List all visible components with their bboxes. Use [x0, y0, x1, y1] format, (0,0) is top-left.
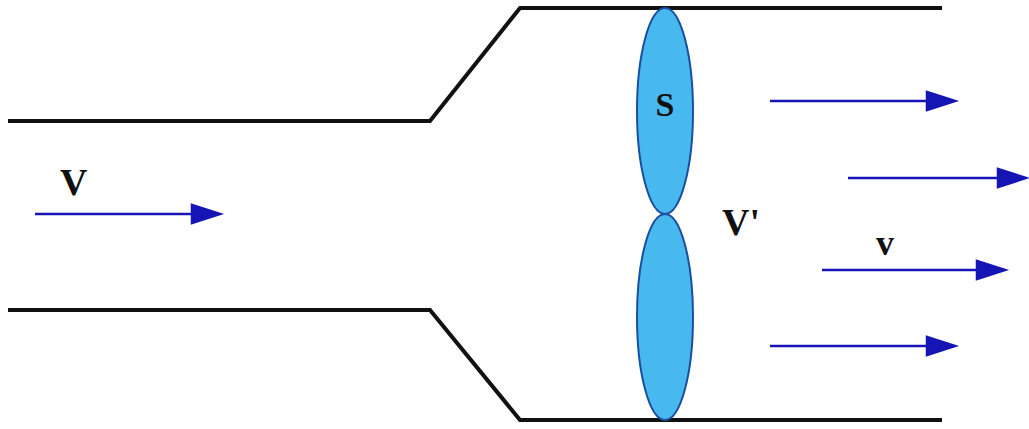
- flow-arrow: [770, 100, 930, 103]
- flow-arrow: [848, 177, 1000, 180]
- arrow-head: [927, 337, 955, 355]
- rotor-disc: S: [634, 6, 696, 422]
- arrow-head: [977, 261, 1005, 279]
- arrow-head: [998, 169, 1026, 187]
- flow-arrow: [35, 213, 195, 216]
- velocity-label: V: [60, 160, 87, 204]
- arrow-head: [927, 92, 955, 110]
- pipe-wall-upper: [8, 8, 942, 121]
- flow-arrow: [770, 345, 930, 348]
- arrow-head: [192, 205, 220, 223]
- velocity-label: V': [722, 200, 760, 244]
- pipe-wall-lower: [8, 310, 942, 420]
- velocity-label: v: [876, 222, 894, 264]
- rotor-label: S: [634, 86, 696, 124]
- blade: [637, 214, 693, 420]
- rotor-blades: [634, 6, 696, 422]
- flow-arrow: [822, 269, 980, 272]
